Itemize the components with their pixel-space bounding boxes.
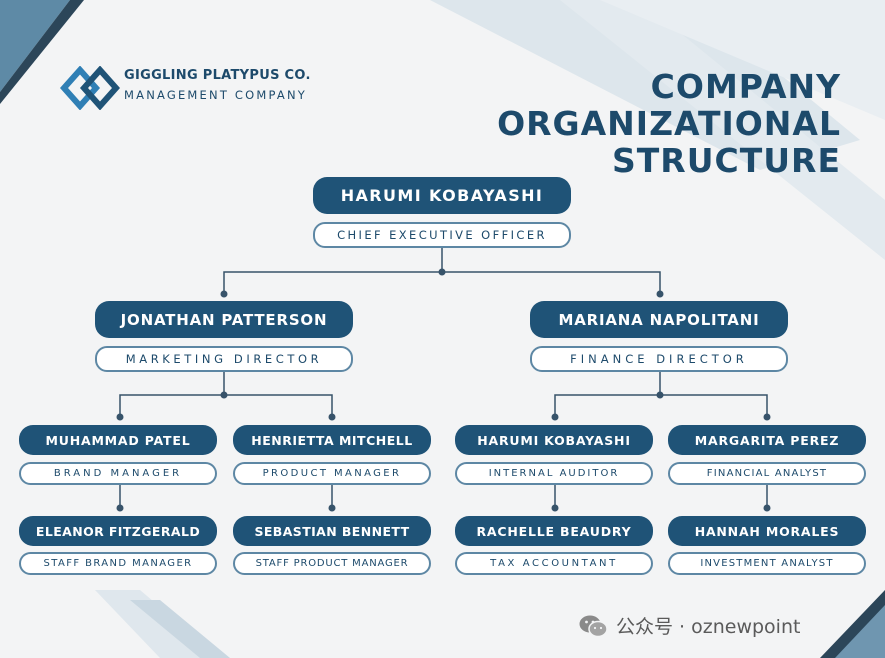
manager-role-audit: INTERNAL AUDITOR	[455, 462, 653, 485]
manager-role-product: PRODUCT MANAGER	[233, 462, 431, 485]
company-logo-icon	[60, 66, 120, 110]
staff-name-product: SEBASTIAN BENNETT	[233, 516, 431, 546]
company-name: GIGGLING PLATYPUS CO.	[124, 68, 311, 83]
staff-name-investment: HANNAH MORALES	[668, 516, 866, 546]
watermark-text: 公众号 · oznewpoint	[616, 616, 801, 638]
director-name-marketing: JONATHAN PATTERSON	[95, 301, 353, 338]
manager-role-financial: FINANCIAL ANALYST	[668, 462, 866, 485]
staff-name-brand: ELEANOR FITZGERALD	[19, 516, 217, 546]
ceo-name: HARUMI KOBAYASHI	[313, 177, 571, 214]
staff-role-investment: INVESTMENT ANALYST	[668, 552, 866, 575]
page-title: COMPANY ORGANIZATIONAL STRUCTURE	[497, 67, 841, 180]
staff-role-product: STAFF PRODUCT MANAGER	[233, 552, 431, 575]
manager-name-product: HENRIETTA MITCHELL	[233, 425, 431, 455]
watermark: 公众号 · oznewpoint	[578, 612, 800, 639]
director-name-finance: MARIANA NAPOLITANI	[530, 301, 788, 338]
manager-role-brand: BRAND MANAGER	[19, 462, 217, 485]
staff-role-tax: TAX ACCOUNTANT	[455, 552, 653, 575]
manager-name-audit: HARUMI KOBAYASHI	[455, 425, 653, 455]
manager-name-financial: MARGARITA PEREZ	[668, 425, 866, 455]
staff-role-brand: STAFF BRAND MANAGER	[19, 552, 217, 575]
staff-name-tax: RACHELLE BEAUDRY	[455, 516, 653, 546]
director-role-marketing: MARKETING DIRECTOR	[95, 346, 353, 372]
manager-name-brand: MUHAMMAD PATEL	[19, 425, 217, 455]
ceo-role: CHIEF EXECUTIVE OFFICER	[313, 222, 571, 248]
director-role-finance: FINANCE DIRECTOR	[530, 346, 788, 372]
wechat-icon	[579, 615, 608, 637]
company-subtitle: MANAGEMENT COMPANY	[124, 88, 308, 102]
